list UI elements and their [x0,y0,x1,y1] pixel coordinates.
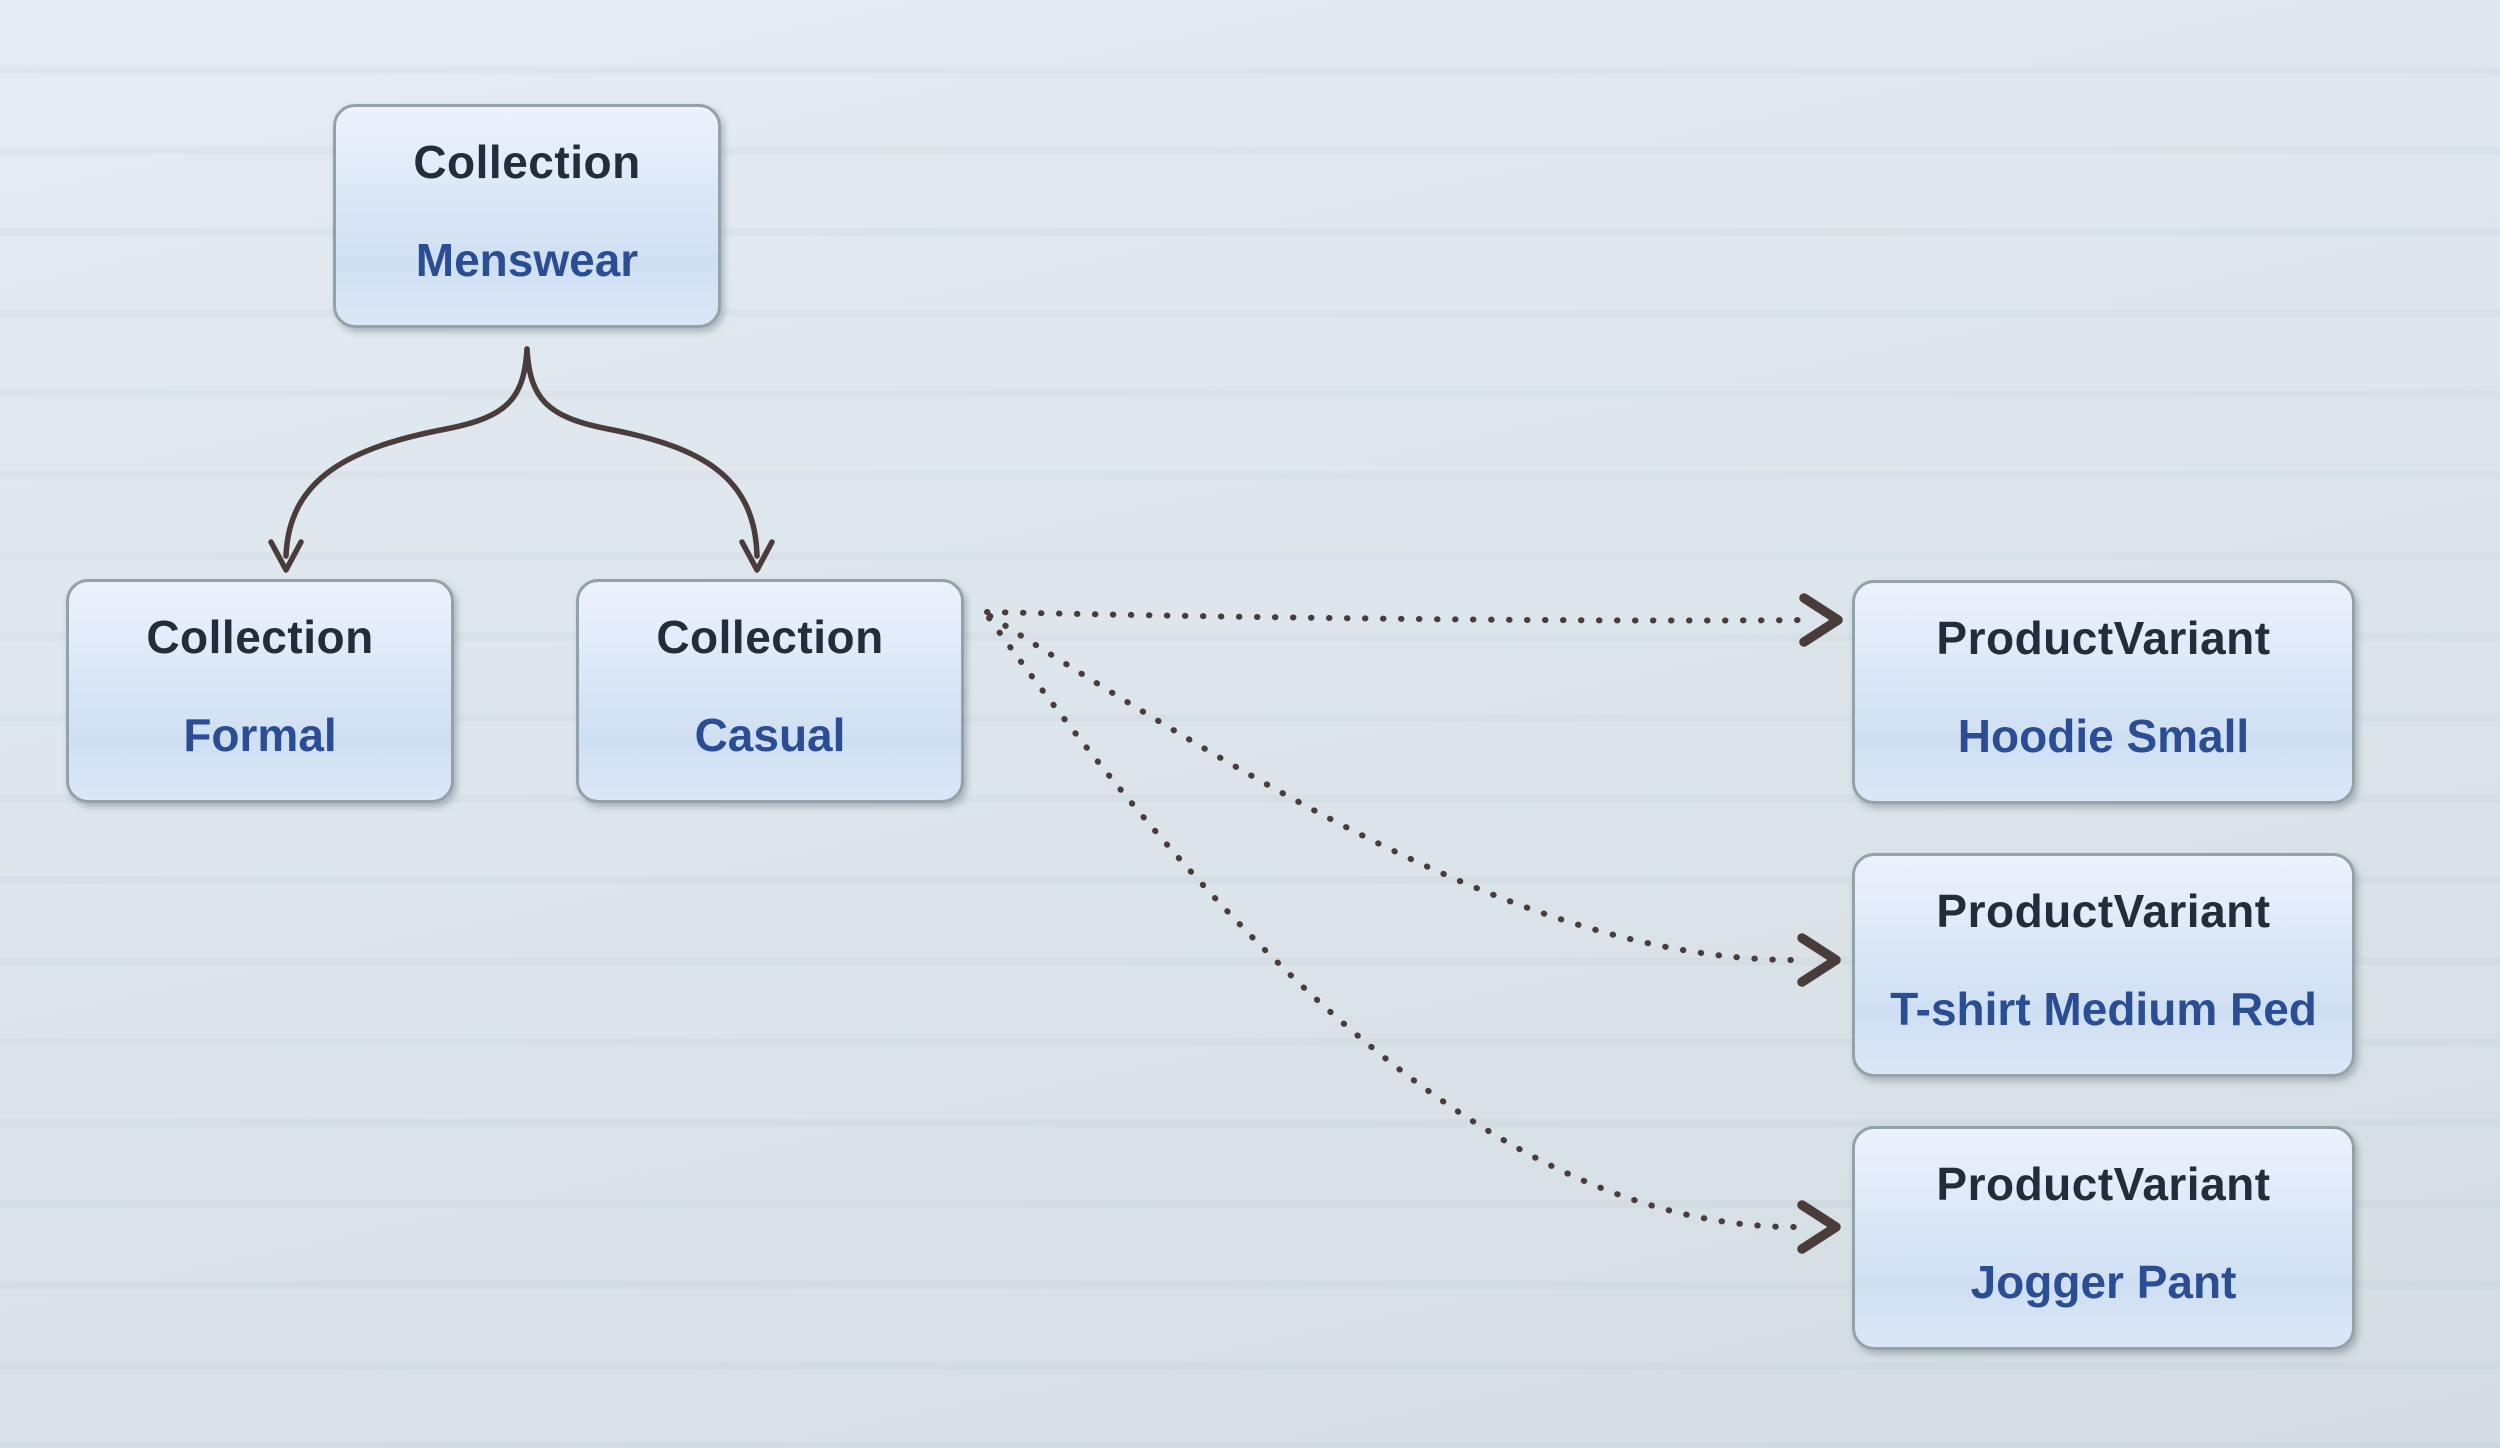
edge-menswear-casual [524,346,760,559]
arrowhead-tshirt-icon [1797,933,1841,987]
arrowhead-casual-icon [739,539,775,573]
node-type-label: Collection [656,611,884,663]
node-productvariant-hoodie-small: ProductVariant Hoodie Small [1852,580,2355,804]
node-type-label: ProductVariant [1936,885,2271,937]
arrowhead-jogger-icon [1797,1200,1841,1254]
node-instance-label: Jogger Pant [1970,1256,2237,1308]
node-instance-label: Formal [183,709,337,761]
node-type-label: Collection [146,611,374,663]
node-productvariant-tshirt-medium-red: ProductVariant T-shirt Medium Red [1852,853,2355,1077]
edge-casual-jogger [986,615,1803,1231]
arrowhead-hoodie-icon [1799,593,1843,647]
edge-menswear-formal [283,346,530,559]
node-type-label: Collection [413,136,641,188]
node-type-label: ProductVariant [1936,1158,2271,1210]
arrowhead-formal-icon [268,539,304,573]
node-instance-label: Casual [694,709,846,761]
node-collection-casual: Collection Casual [576,579,964,803]
node-instance-label: T-shirt Medium Red [1890,983,2317,1035]
node-instance-label: Menswear [415,234,639,286]
node-instance-label: Hoodie Small [1957,710,2250,762]
edge-casual-hoodie [984,609,1808,624]
edge-casual-tshirt [987,613,1803,964]
node-type-label: ProductVariant [1936,612,2271,664]
node-collection-formal: Collection Formal [66,579,454,803]
node-collection-menswear: Collection Menswear [333,104,721,328]
node-productvariant-jogger-pant: ProductVariant Jogger Pant [1852,1126,2355,1350]
